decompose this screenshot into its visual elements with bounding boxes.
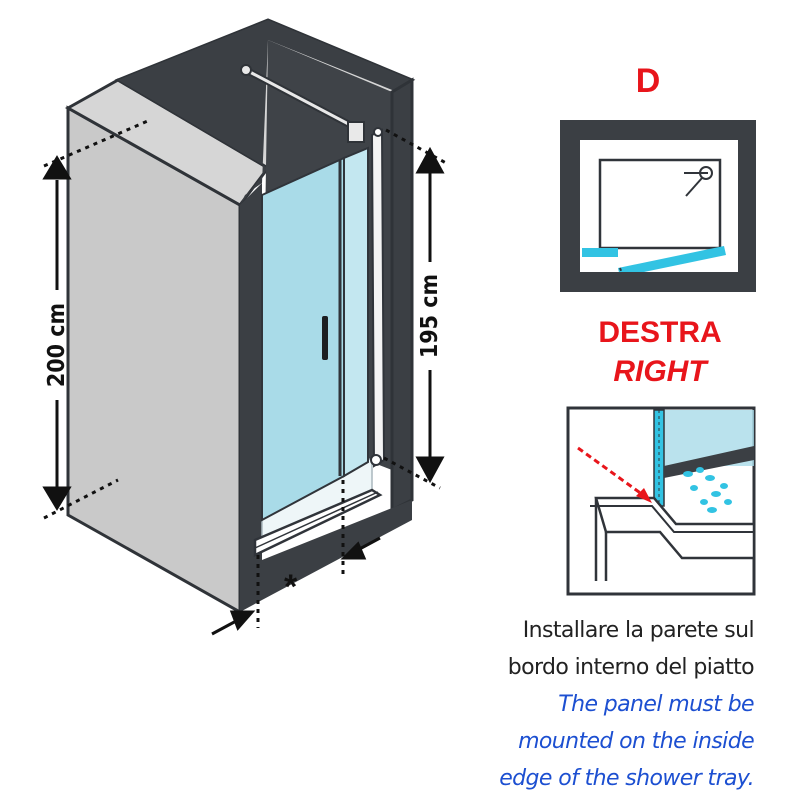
installation-detail: [566, 406, 756, 596]
instruction-it-line1: Installare la parete sul: [522, 618, 755, 643]
width-dimension: [211, 480, 381, 636]
dimension-label-200cm: 200 cm: [44, 302, 70, 388]
asterisk-mark: *: [284, 568, 298, 606]
instruction-en-line2: mounted on the inside: [518, 729, 755, 754]
dimension-label-195cm: 195 cm: [417, 273, 443, 359]
side-label-italian: DESTRA: [598, 316, 722, 349]
right-wall-bottom: [262, 500, 412, 600]
door-handle: [322, 316, 328, 360]
instruction-it-line2: bordo interno del piatto: [507, 655, 755, 680]
side-label-english: RIGHT: [613, 355, 707, 388]
left-jamb: [240, 183, 262, 612]
right-wall-edge: [390, 77, 414, 513]
version-letter: D: [635, 62, 661, 100]
dimension-200cm: [42, 118, 151, 520]
dimension-195cm: [383, 128, 447, 490]
tray-front: [253, 488, 383, 557]
plan-view: [560, 120, 756, 292]
instruction-en-line1: The panel must be: [558, 692, 754, 717]
wall-profile: [370, 128, 386, 468]
instruction-en-line3: edge of the shower tray.: [499, 766, 754, 791]
glass-fixed-panel: [343, 146, 369, 478]
cavity-back: [118, 20, 412, 205]
glass-door: [261, 156, 345, 522]
